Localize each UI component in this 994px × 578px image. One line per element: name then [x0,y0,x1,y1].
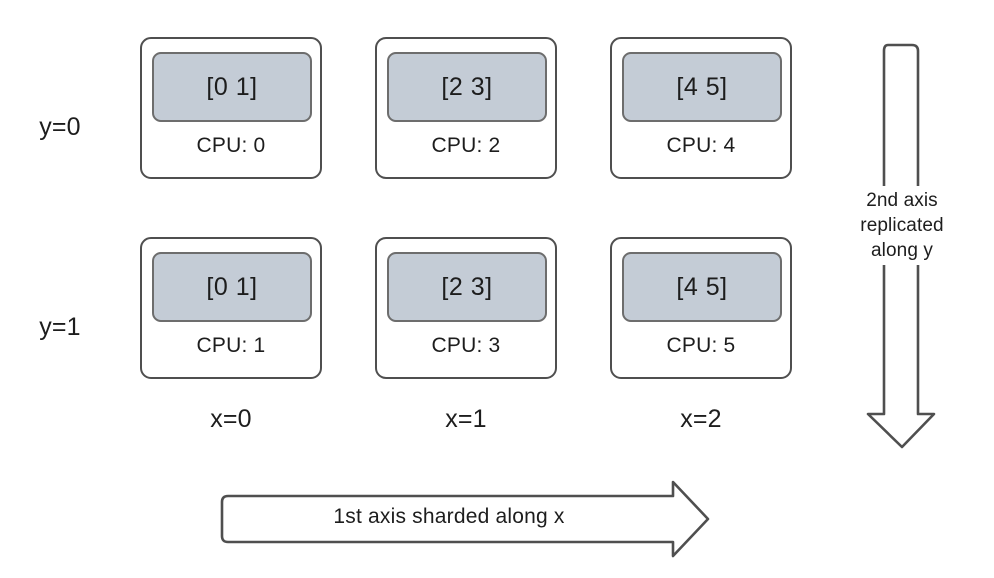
device-card[interactable]: [2 3] CPU: 3 [375,237,557,379]
cpu-label: CPU: 4 [666,134,736,157]
cpu-label: CPU: 5 [666,334,736,357]
shard-label: [2 3] [441,272,493,301]
vertical-arrow-label-line3: along y [871,240,933,261]
cpu-label: CPU: 2 [431,134,501,157]
col-label-x2: x=2 [680,405,722,433]
shard-chip: [4 5] [622,252,782,322]
vertical-arrow-label-line2: replicated [860,215,944,236]
shard-chip: [4 5] [622,52,782,122]
device-card[interactable]: [0 1] CPU: 1 [140,237,322,379]
cpu-label: CPU: 3 [431,334,501,357]
cpu-label: CPU: 0 [196,134,266,157]
device-card[interactable]: [4 5] CPU: 4 [610,37,792,179]
device-card[interactable]: [0 1] CPU: 0 [140,37,322,179]
row-label-y1: y=1 [39,313,81,341]
row-label-y0: y=0 [39,113,81,141]
device-card[interactable]: [2 3] CPU: 2 [375,37,557,179]
shard-label: [4 5] [676,72,728,101]
shard-chip: [0 1] [152,252,312,322]
col-label-x1: x=1 [445,405,487,433]
device-card[interactable]: [4 5] CPU: 5 [610,237,792,379]
shard-label: [2 3] [441,72,493,101]
horizontal-arrow-label: 1st axis sharded along x [333,505,565,528]
shard-chip: [0 1] [152,52,312,122]
shard-label: [0 1] [206,72,258,101]
vertical-arrow-label: 2nd axis replicated along y [838,186,966,265]
horizontal-arrow [220,480,710,558]
vertical-arrow-label-line1: 2nd axis [866,190,938,211]
shard-label: [0 1] [206,272,258,301]
col-label-x0: x=0 [210,405,252,433]
shard-chip: [2 3] [387,252,547,322]
cpu-label: CPU: 1 [196,334,266,357]
shard-chip: [2 3] [387,52,547,122]
shard-label: [4 5] [676,272,728,301]
